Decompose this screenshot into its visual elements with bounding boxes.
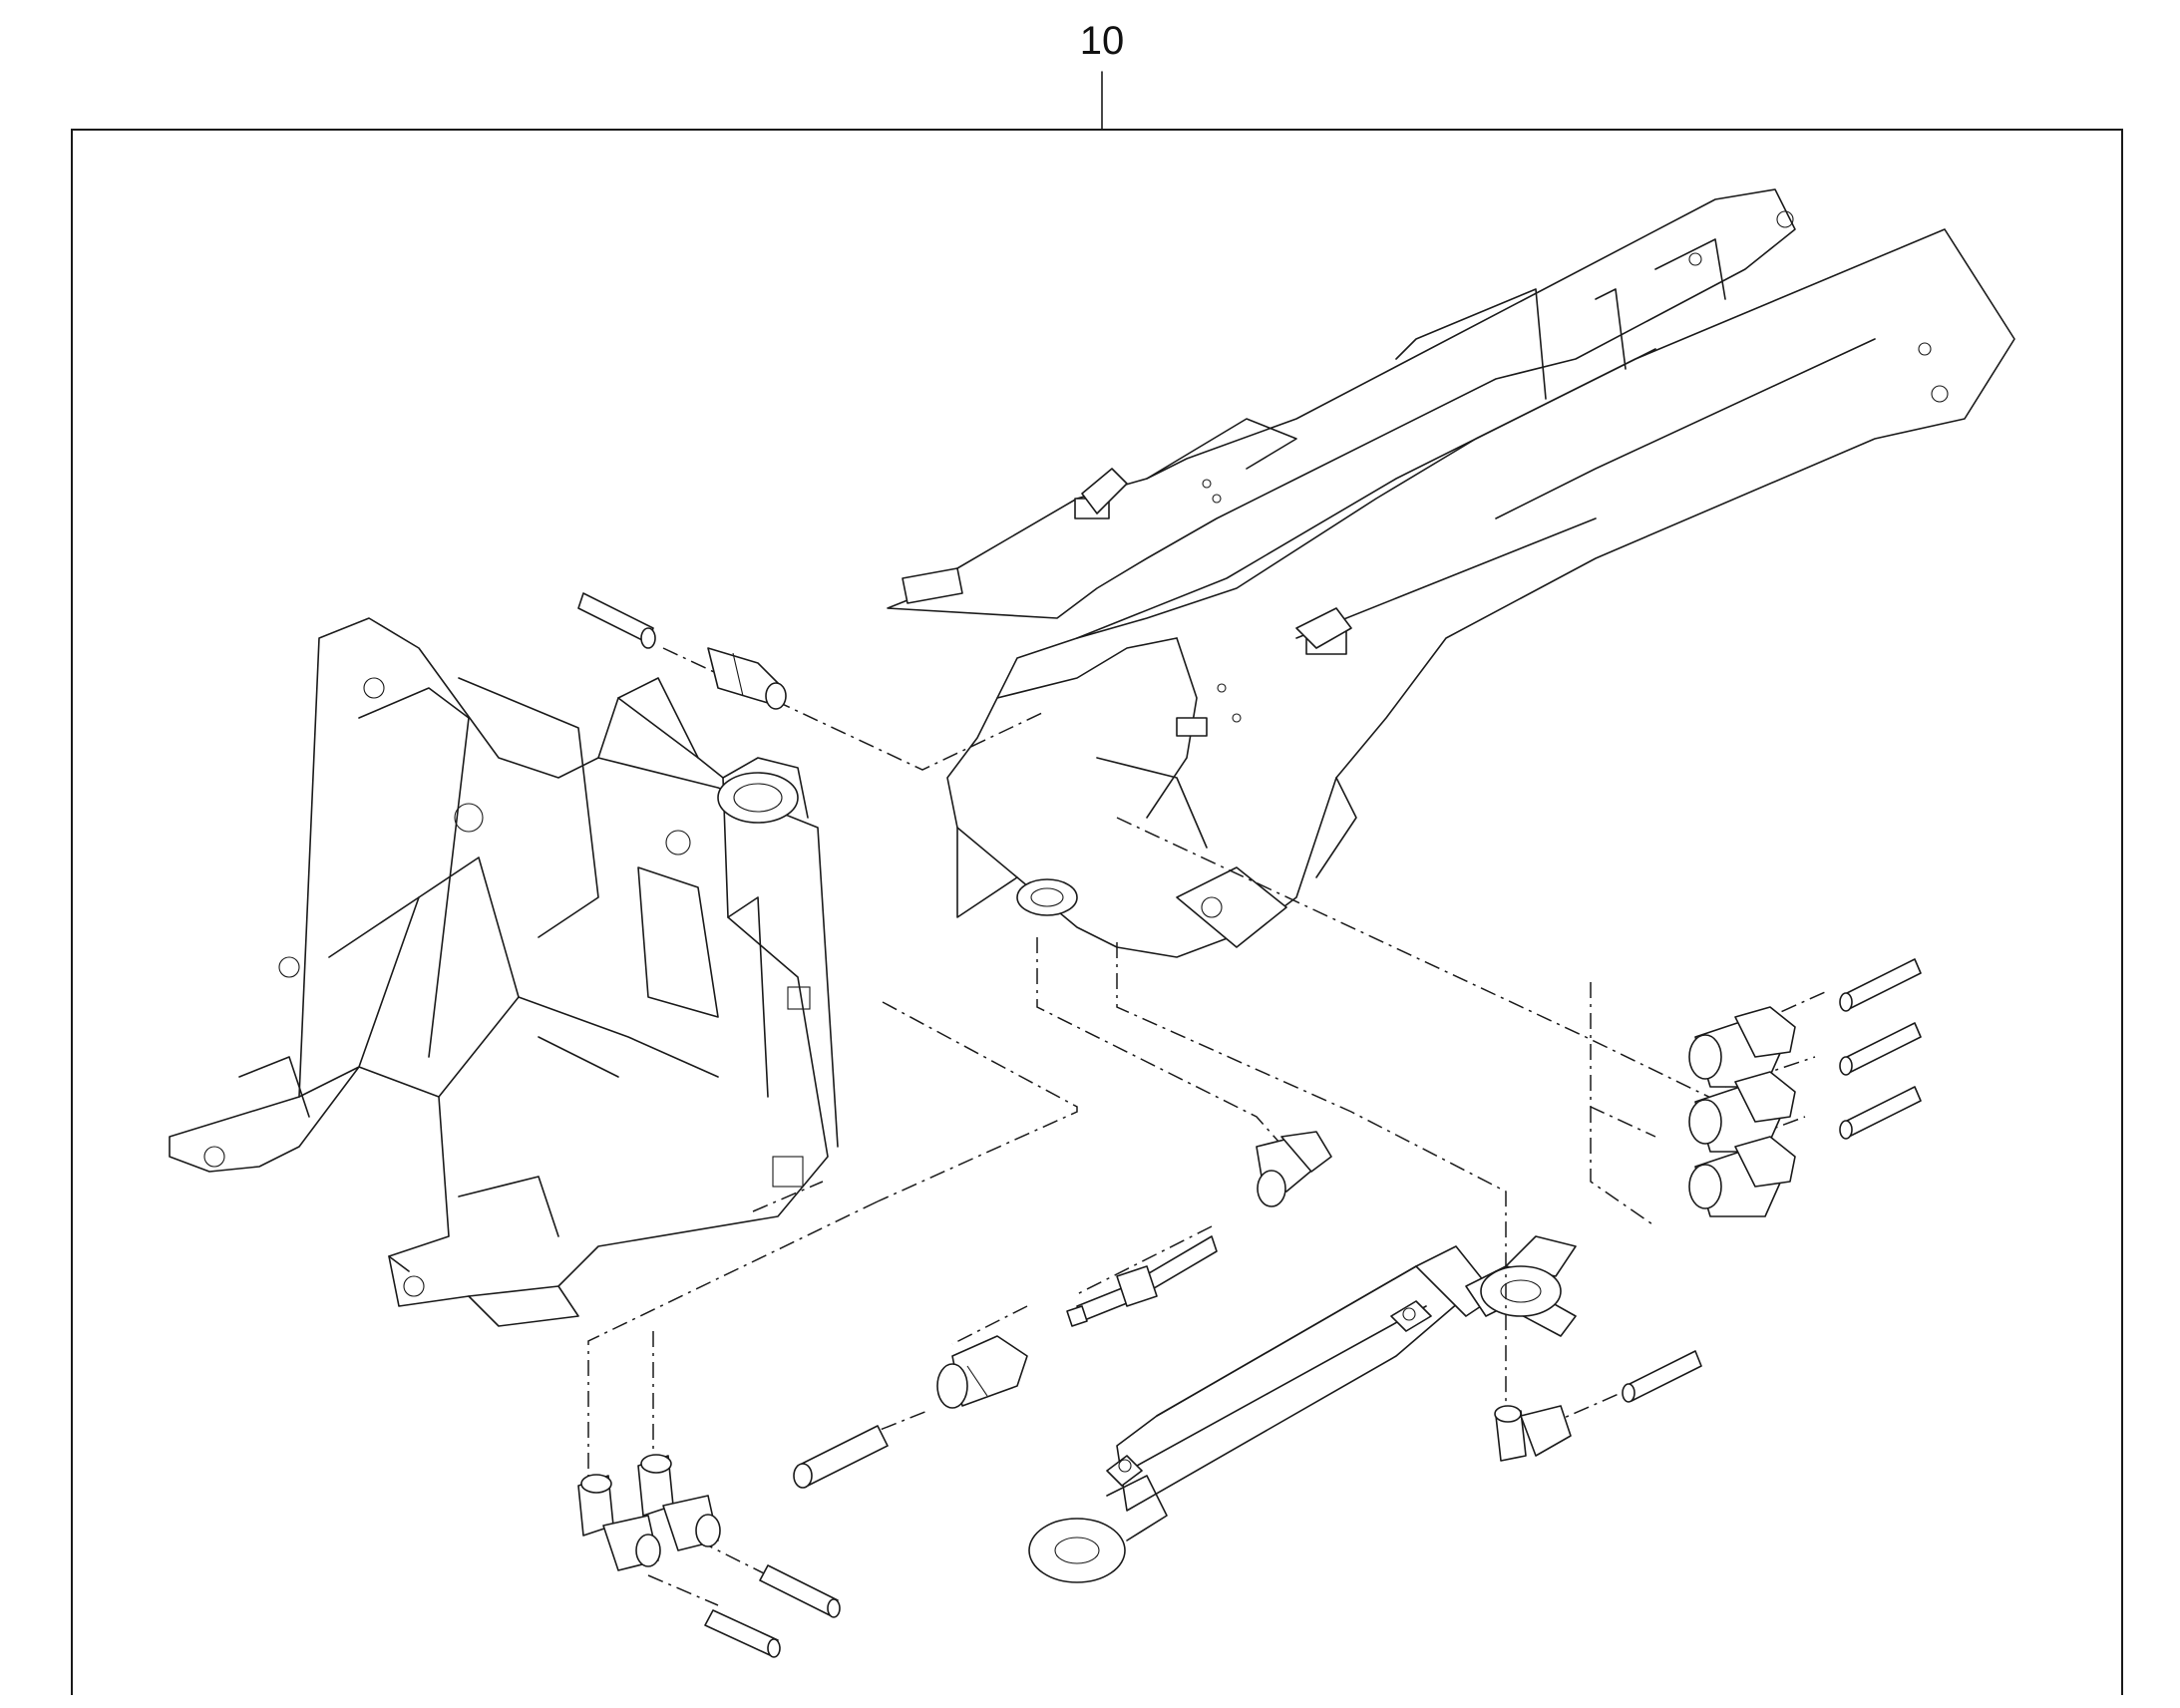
- rear-chassis-frame: [169, 617, 839, 1327]
- front-frame-lift-arms: [887, 188, 2015, 958]
- sleeves-bottom-left: [704, 1564, 841, 1658]
- hose-sleeve-middle: [793, 1425, 889, 1489]
- sleeves-right: [1622, 958, 1922, 1403]
- straight-coupling-middle: [936, 1335, 1028, 1409]
- elbow-fittings-right: [1688, 1006, 1796, 1217]
- straight-coupling-top: [707, 647, 787, 710]
- elbow-fitting-cylinder: [1494, 1405, 1572, 1462]
- elbow-fittings-bottom-left: [577, 1454, 721, 1571]
- hose-sleeve-top: [577, 592, 656, 649]
- callout-number: 10: [1080, 19, 1125, 63]
- hydraulic-tube-middle: [1066, 1235, 1218, 1327]
- hydraulic-cylinder: [1028, 1235, 1577, 1583]
- elbow-fitting-middle: [1256, 1131, 1332, 1207]
- assembly-frame: [71, 129, 2123, 1695]
